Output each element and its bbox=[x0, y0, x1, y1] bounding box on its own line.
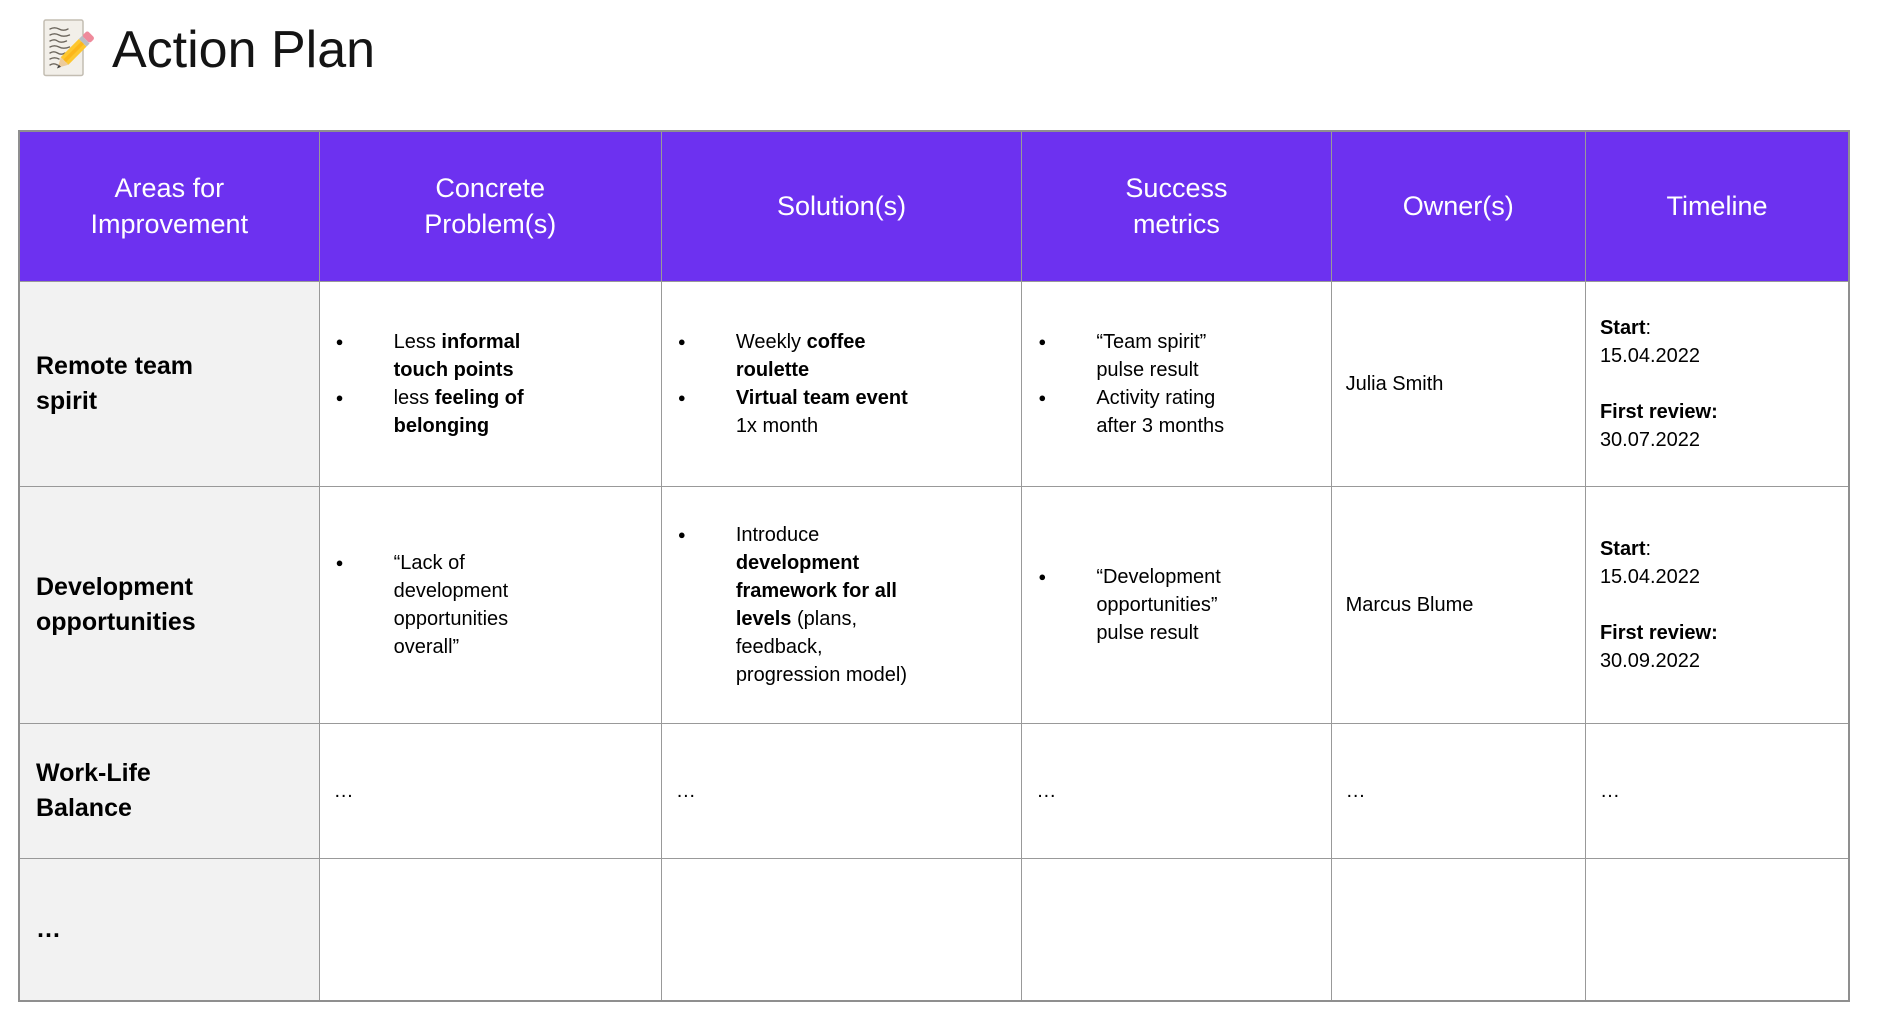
bullet-dot-icon: ● bbox=[1038, 333, 1047, 349]
bullet-dot-icon: ● bbox=[335, 333, 344, 349]
cell-text: Marcus Blume bbox=[1345, 593, 1474, 616]
cell-problems bbox=[318, 857, 662, 1002]
memo-icon-graphic bbox=[43, 19, 94, 77]
placeholder-ellipsis: … bbox=[675, 779, 697, 802]
text-paragraph: First review:30.09.2022 bbox=[1599, 621, 1718, 672]
placeholder-ellipsis: … bbox=[1036, 779, 1058, 802]
text-paragraph: Start:15.04.2022 bbox=[1599, 316, 1701, 367]
cell-timeline: … bbox=[1584, 722, 1850, 859]
cell-owners bbox=[1330, 857, 1586, 1002]
cell-metrics: ●“Team spirit”pulse result●Activity rati… bbox=[1021, 280, 1332, 487]
bullet-dot-icon: ● bbox=[677, 526, 686, 542]
text-paragraph: Start:15.04.2022 bbox=[1599, 537, 1701, 588]
column-header-solutions: Solution(s) bbox=[660, 130, 1023, 282]
bullet-dot-icon: ● bbox=[1038, 568, 1047, 584]
bullet-dot-icon: ● bbox=[335, 554, 344, 570]
cell-owners: … bbox=[1330, 722, 1586, 859]
placeholder-ellipsis: … bbox=[1599, 779, 1621, 802]
cell-owners: Julia Smith bbox=[1330, 280, 1586, 487]
column-header-timeline: Timeline bbox=[1584, 130, 1850, 282]
page-title: Action Plan bbox=[112, 21, 376, 79]
bullet-dot-icon: ● bbox=[1038, 389, 1047, 405]
table-row: … bbox=[18, 857, 1850, 1002]
bullet-dot-icon: ● bbox=[677, 333, 686, 349]
bullet-dot-icon: ● bbox=[677, 389, 686, 405]
cell-area: … bbox=[18, 857, 320, 1002]
cell-timeline bbox=[1584, 857, 1850, 1002]
cell-problems: … bbox=[318, 722, 662, 859]
cell-solutions bbox=[660, 857, 1023, 1002]
cell-solutions: … bbox=[660, 722, 1023, 859]
bullet-dot-icon: ● bbox=[335, 389, 344, 405]
placeholder-ellipsis: … bbox=[1345, 779, 1367, 802]
cell-owners: Marcus Blume bbox=[1330, 485, 1586, 724]
cell-metrics bbox=[1021, 857, 1332, 1002]
cell-text: Julia Smith bbox=[1345, 372, 1444, 395]
page-header: Action Plan bbox=[0, 0, 1880, 84]
column-header-owners: Owner(s) bbox=[1330, 130, 1586, 282]
memo-icon bbox=[34, 17, 96, 83]
cell-metrics: … bbox=[1021, 722, 1332, 859]
placeholder-ellipsis: … bbox=[333, 779, 355, 802]
bullet-item: ●“Team spirit”pulse result bbox=[1038, 330, 1207, 381]
text-paragraph: First review:30.07.2022 bbox=[1599, 400, 1718, 451]
